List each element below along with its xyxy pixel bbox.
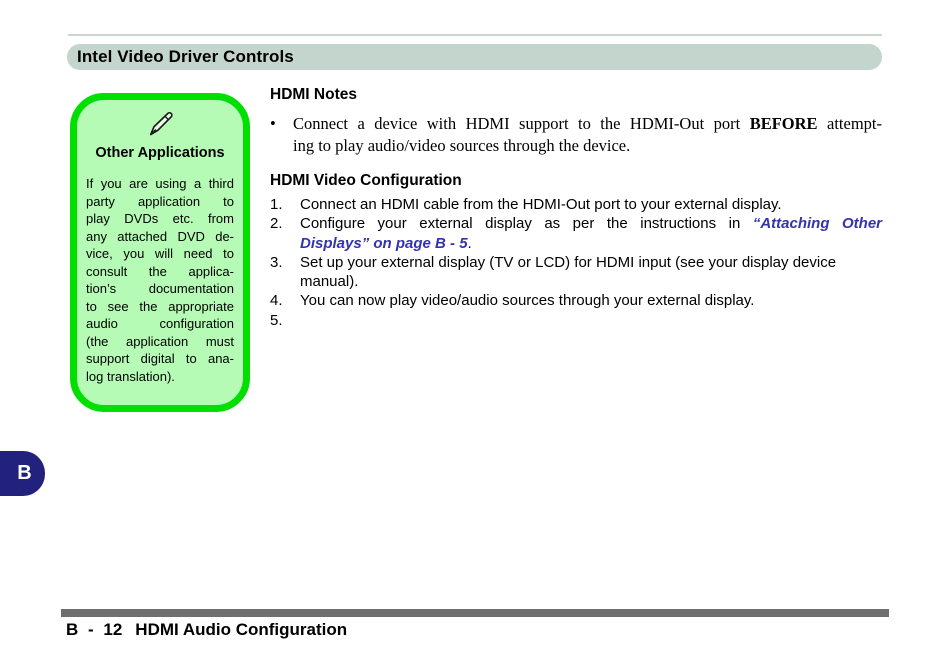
footer-section-title: HDMI Audio Configuration (135, 620, 348, 639)
step-3-line-2: manual). (300, 273, 359, 291)
note-box-line: play DVDs etc. from (86, 211, 234, 226)
note-box-line: consult the applica- (86, 263, 234, 279)
note-box-line: log translation). (86, 368, 175, 384)
note-box-line: support digital to ana- (86, 351, 234, 366)
bullet-marker: • (270, 114, 276, 133)
top-rule (68, 34, 882, 36)
note-box-line: (the application must (86, 333, 234, 349)
bullet-item: • Connect a device with HDMI support to … (270, 113, 882, 157)
note-box-line: audio configuration (86, 316, 234, 331)
step-2-line-2: Displays” on page B - 5. (300, 234, 882, 253)
step-text: Set up your external display (TV or LCD)… (300, 253, 882, 292)
steps-list: 1. Connect an HDMI cable from the HDMI-O… (270, 195, 882, 330)
step-2-text: Configure your external display as per t… (300, 215, 753, 233)
footer-rule (61, 609, 889, 617)
footer: B - 12 HDMI Audio Configuration (66, 620, 347, 640)
chapter-tab-label: B (17, 462, 32, 484)
step-text: Configure your external display as per t… (300, 214, 882, 253)
note-box-title: Other Applications (95, 145, 225, 161)
bullet-line-1: Connect a device with HDMI support to th… (293, 113, 882, 135)
section-header-bar: Intel Video Driver Controls (67, 44, 882, 70)
note-box-line: vice, you will need to (86, 246, 234, 261)
step-row: 3. Set up your external display (TV or L… (270, 253, 882, 292)
bullet-line1-post: attempt- (817, 114, 882, 133)
step-row: 4. You can now play video/audio sources … (270, 291, 882, 310)
step-row: 2. Configure your external display as pe… (270, 214, 882, 253)
cross-reference-link[interactable]: Displays” on page B - 5 (300, 234, 468, 252)
step-text: You can now play video/audio sources thr… (300, 292, 755, 310)
hdmi-video-config-heading: HDMI Video Configuration (270, 172, 462, 189)
step-text (300, 311, 882, 330)
bullet-text: Connect a device with HDMI support to th… (293, 113, 882, 157)
section-header-title: Intel Video Driver Controls (77, 47, 294, 66)
step-text: Connect an HDMI cable from the HDMI-Out … (300, 196, 782, 213)
step-number: 4. (270, 292, 283, 310)
content-area: HDMI Notes • Connect a device with HDMI … (270, 86, 882, 330)
step-row: 5. (270, 311, 882, 330)
note-box-line: to see the appropriate (86, 298, 234, 314)
note-box-line: any attached DVD de- (86, 228, 234, 244)
pen-icon (86, 108, 234, 142)
hdmi-notes-heading: HDMI Notes (270, 86, 357, 103)
bullet-line-2: ing to play audio/video sources through … (293, 136, 631, 155)
step-number: 5. (270, 311, 283, 329)
note-box-line: If you are using a third (86, 176, 234, 191)
note-box-body: If you are using a third party applicati… (86, 175, 234, 385)
cross-reference-link[interactable]: “Attaching Other (752, 215, 882, 233)
step-number: 1. (270, 196, 283, 213)
note-box-line: party application to (86, 193, 234, 209)
step-row: 1. Connect an HDMI cable from the HDMI-O… (270, 195, 882, 214)
bullet-line1-bold: BEFORE (749, 114, 818, 133)
step-3-line-1: Set up your external display (TV or LCD)… (300, 253, 837, 271)
note-box-line: tion’s documentation (86, 281, 234, 296)
footer-page-number: B - 12 (66, 620, 123, 639)
bullet-line1-pre: Connect a device with HDMI support to th… (293, 114, 750, 133)
note-box: Other Applications If you are using a th… (70, 93, 250, 412)
step-number: 2. (270, 215, 283, 233)
step-number: 3. (270, 253, 283, 271)
step-2-line-1: Configure your external display as per t… (300, 214, 882, 233)
step-2-period: . (467, 234, 472, 252)
chapter-tab-b: B (0, 451, 45, 496)
